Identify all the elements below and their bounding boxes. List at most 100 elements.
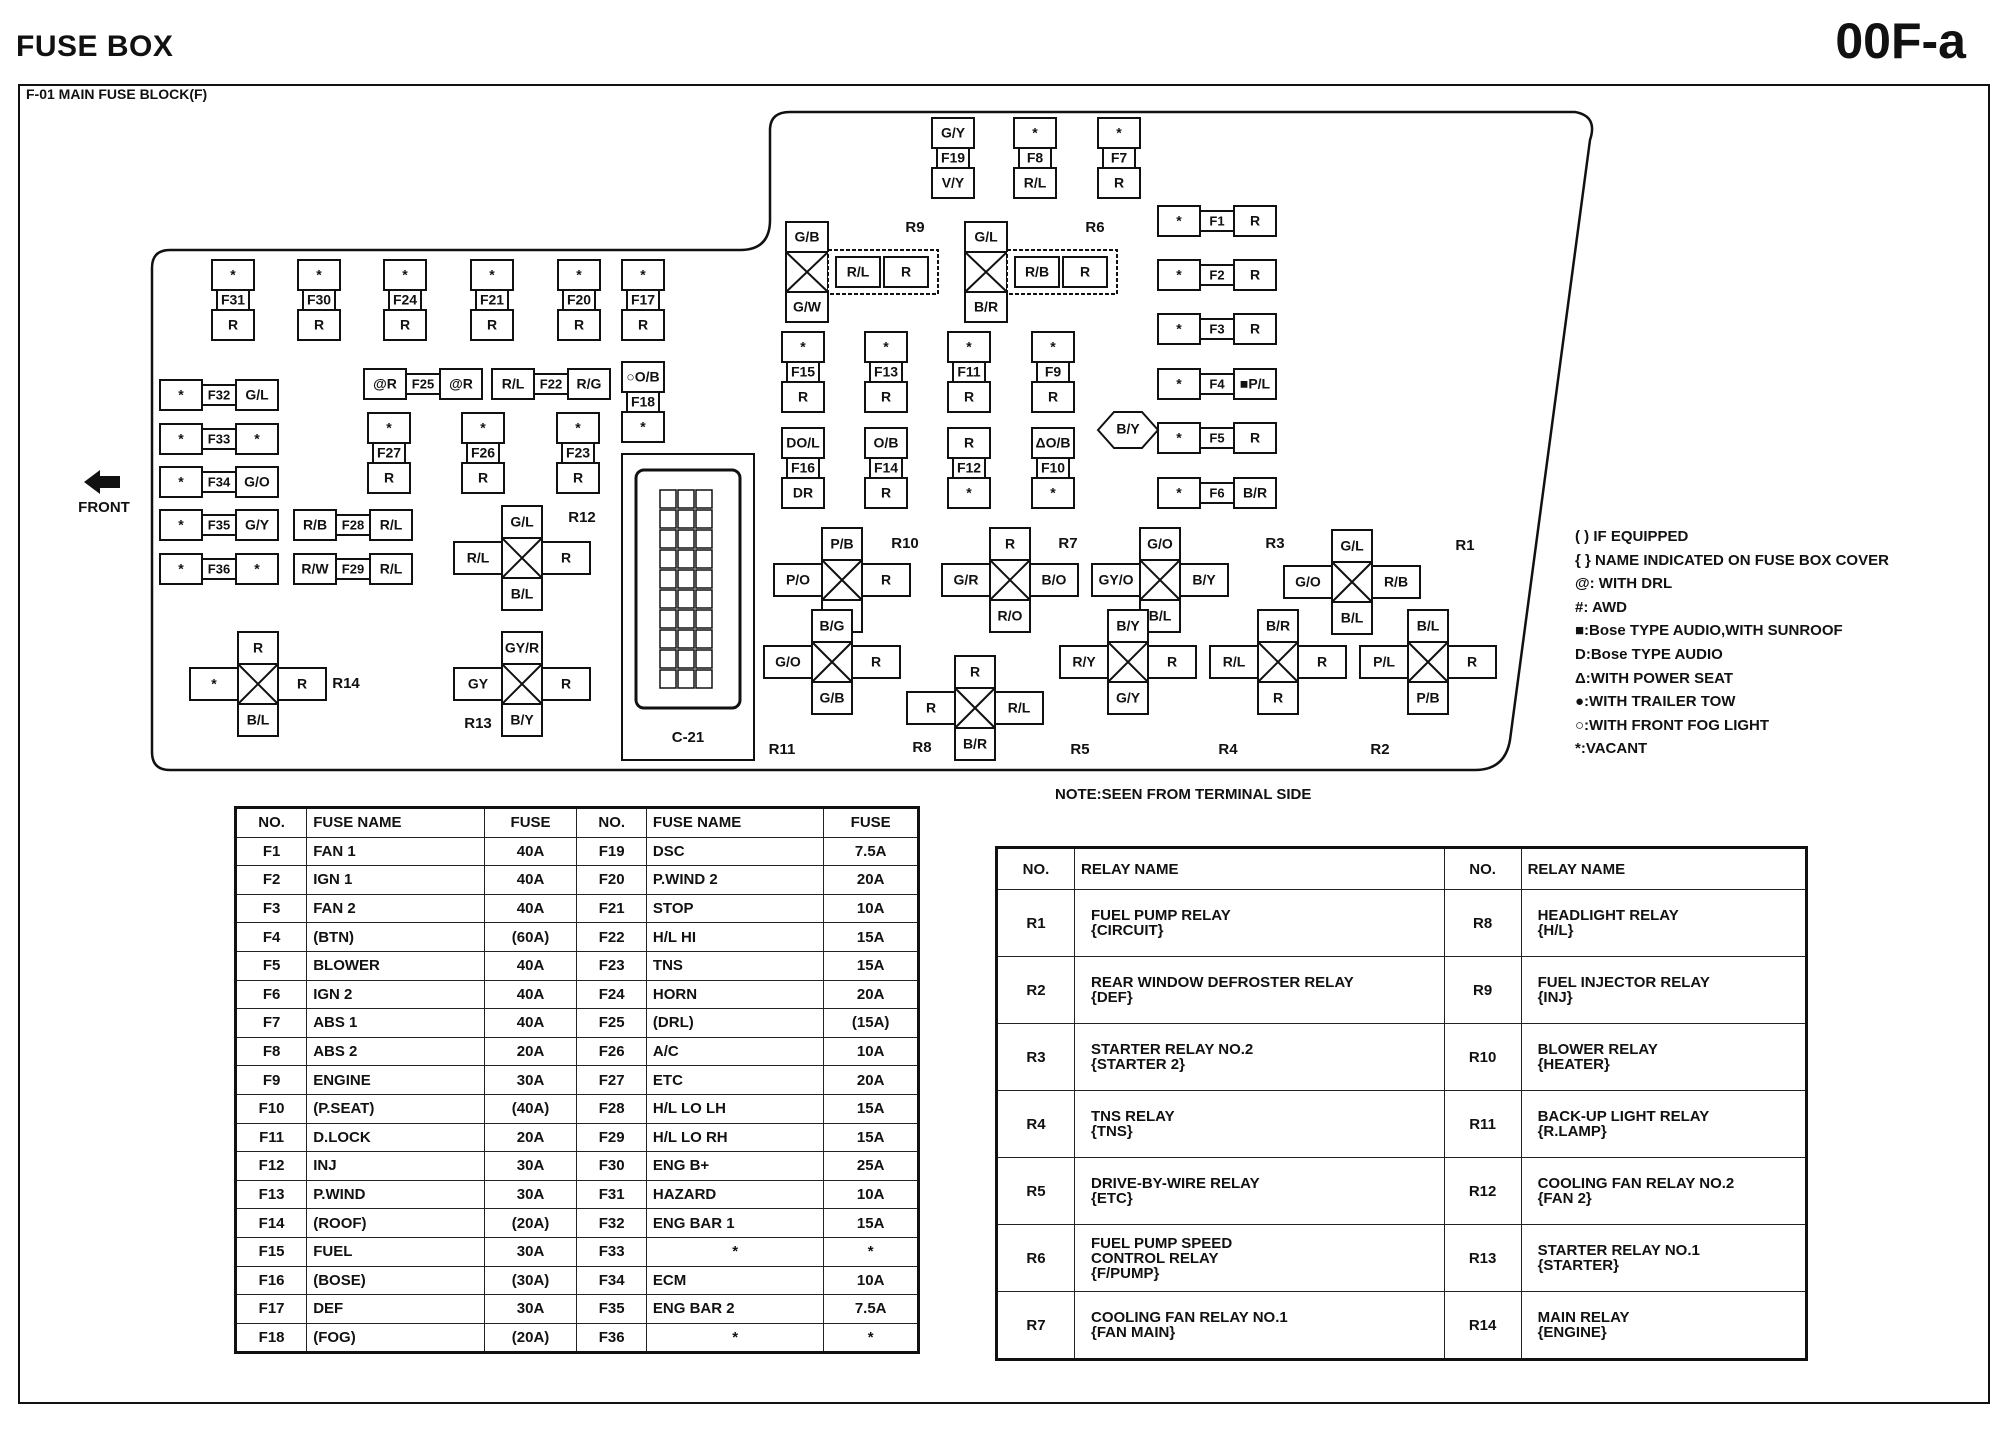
terminal-label: * bbox=[800, 339, 806, 355]
terminal-box bbox=[1233, 368, 1277, 400]
terminal-box bbox=[159, 553, 203, 585]
table-cell: (15A) bbox=[823, 1008, 919, 1038]
connector-pin bbox=[695, 669, 713, 689]
relay-table-header-cell: RELAY NAME bbox=[1074, 847, 1445, 890]
terminal-label: G/Y bbox=[941, 125, 966, 141]
terminal-label: R/L bbox=[380, 517, 403, 533]
relay-cross bbox=[964, 251, 1008, 293]
terminal-label: P/B bbox=[830, 536, 853, 552]
terminal-label: GY/O bbox=[1098, 572, 1133, 588]
connector-pin bbox=[677, 569, 695, 589]
terminal-label: R bbox=[1467, 654, 1477, 670]
terminal-box bbox=[1157, 205, 1201, 237]
terminal-box bbox=[1062, 256, 1108, 288]
outer-frame bbox=[18, 84, 1990, 1404]
terminal-box bbox=[367, 412, 411, 444]
relay-cross bbox=[954, 687, 996, 729]
relay-id: R8 bbox=[912, 739, 931, 756]
table-cell: F29 bbox=[576, 1122, 647, 1153]
table-cell: 40A bbox=[483, 950, 578, 981]
terminal-box bbox=[453, 541, 503, 575]
table-cell: 30A bbox=[483, 1065, 578, 1095]
terminal-label: P/L bbox=[1373, 654, 1395, 670]
table-cell: 25A bbox=[823, 1151, 919, 1181]
fuse-id: F26 bbox=[471, 445, 495, 461]
legend-item: #: AWD bbox=[1575, 598, 1627, 616]
terminal-label: R bbox=[561, 676, 571, 692]
table-cell: F19 bbox=[576, 836, 647, 867]
table-cell: 7.5A bbox=[823, 1294, 919, 1324]
terminal-box bbox=[501, 631, 543, 665]
fuse-id: F32 bbox=[208, 387, 230, 402]
table-cell: H/L LO RH bbox=[645, 1122, 825, 1153]
terminal-label: G/O bbox=[244, 474, 270, 490]
table-cell: R6 bbox=[996, 1224, 1075, 1292]
terminal-label: B/L bbox=[247, 712, 270, 728]
fuse-id: F12 bbox=[957, 460, 981, 476]
terminal-label: P/B bbox=[1416, 690, 1439, 706]
terminal-label: R/L bbox=[467, 550, 490, 566]
terminal-label: GY/R bbox=[505, 640, 539, 656]
terminal-box bbox=[1371, 565, 1421, 599]
terminal-box bbox=[773, 563, 823, 597]
terminal-label: G/Y bbox=[245, 517, 270, 533]
table-cell: 10A bbox=[823, 1179, 919, 1210]
terminal-label: * bbox=[254, 431, 260, 447]
fuse-id: F13 bbox=[874, 364, 898, 380]
table-cell: F9 bbox=[234, 1065, 308, 1095]
terminal-box bbox=[383, 259, 427, 291]
table-cell: (P.SEAT) bbox=[306, 1093, 485, 1124]
terminal-label: ○O/B bbox=[626, 369, 659, 385]
terminal-label: * bbox=[316, 267, 322, 283]
relay-cross bbox=[501, 663, 543, 705]
terminal-box bbox=[1233, 477, 1277, 509]
terminal-label: G/W bbox=[793, 299, 822, 315]
terminal-label: R bbox=[964, 435, 974, 451]
connector-pin bbox=[695, 589, 713, 609]
table-cell: (20A) bbox=[483, 1322, 578, 1354]
connector-pin bbox=[695, 609, 713, 629]
terminal-label: R bbox=[964, 389, 974, 405]
terminal-label: B/R bbox=[963, 736, 987, 752]
table-cell: R5 bbox=[996, 1157, 1075, 1225]
fuse-id: F31 bbox=[221, 292, 245, 308]
table-cell: R12 bbox=[1443, 1157, 1522, 1225]
terminal-box bbox=[297, 259, 341, 291]
table-cell: FAN 1 bbox=[306, 836, 485, 867]
terminal-label: G/O bbox=[1295, 574, 1321, 590]
terminal-box bbox=[1091, 563, 1141, 597]
terminal-label: R bbox=[1114, 175, 1124, 191]
fuse-id: F20 bbox=[567, 292, 591, 308]
table-cell: IGN 2 bbox=[306, 979, 485, 1010]
table-cell: 40A bbox=[483, 836, 578, 867]
block-label: F-01 MAIN FUSE BLOCK(F) bbox=[26, 86, 208, 102]
terminal-box bbox=[947, 477, 991, 509]
terminal-box bbox=[235, 379, 279, 411]
terminal-label: R/B bbox=[1384, 574, 1408, 590]
table-cell: F21 bbox=[576, 893, 647, 924]
terminal-box bbox=[1407, 609, 1449, 643]
terminal-box bbox=[1233, 313, 1277, 345]
relay-cross bbox=[237, 663, 279, 705]
terminal-label: R bbox=[253, 640, 263, 656]
terminal-label: * bbox=[1050, 339, 1056, 355]
terminal-label: * bbox=[178, 474, 184, 490]
terminal-box bbox=[989, 527, 1031, 561]
table-cell: 15A bbox=[823, 922, 919, 952]
table-cell: * bbox=[645, 1236, 825, 1267]
terminal-label: DO/L bbox=[786, 435, 820, 451]
table-cell: F22 bbox=[576, 922, 647, 952]
table-cell: (ROOF) bbox=[306, 1208, 485, 1238]
table-cell: F4 bbox=[234, 922, 308, 952]
terminal-label: B/R bbox=[1243, 485, 1267, 501]
terminal-box bbox=[964, 221, 1008, 253]
terminal-label: G/O bbox=[775, 654, 801, 670]
terminal-label: R bbox=[478, 470, 488, 486]
connector-pin bbox=[695, 529, 713, 549]
fuse-id: F35 bbox=[208, 517, 230, 532]
fuse-id: F25 bbox=[412, 376, 434, 391]
